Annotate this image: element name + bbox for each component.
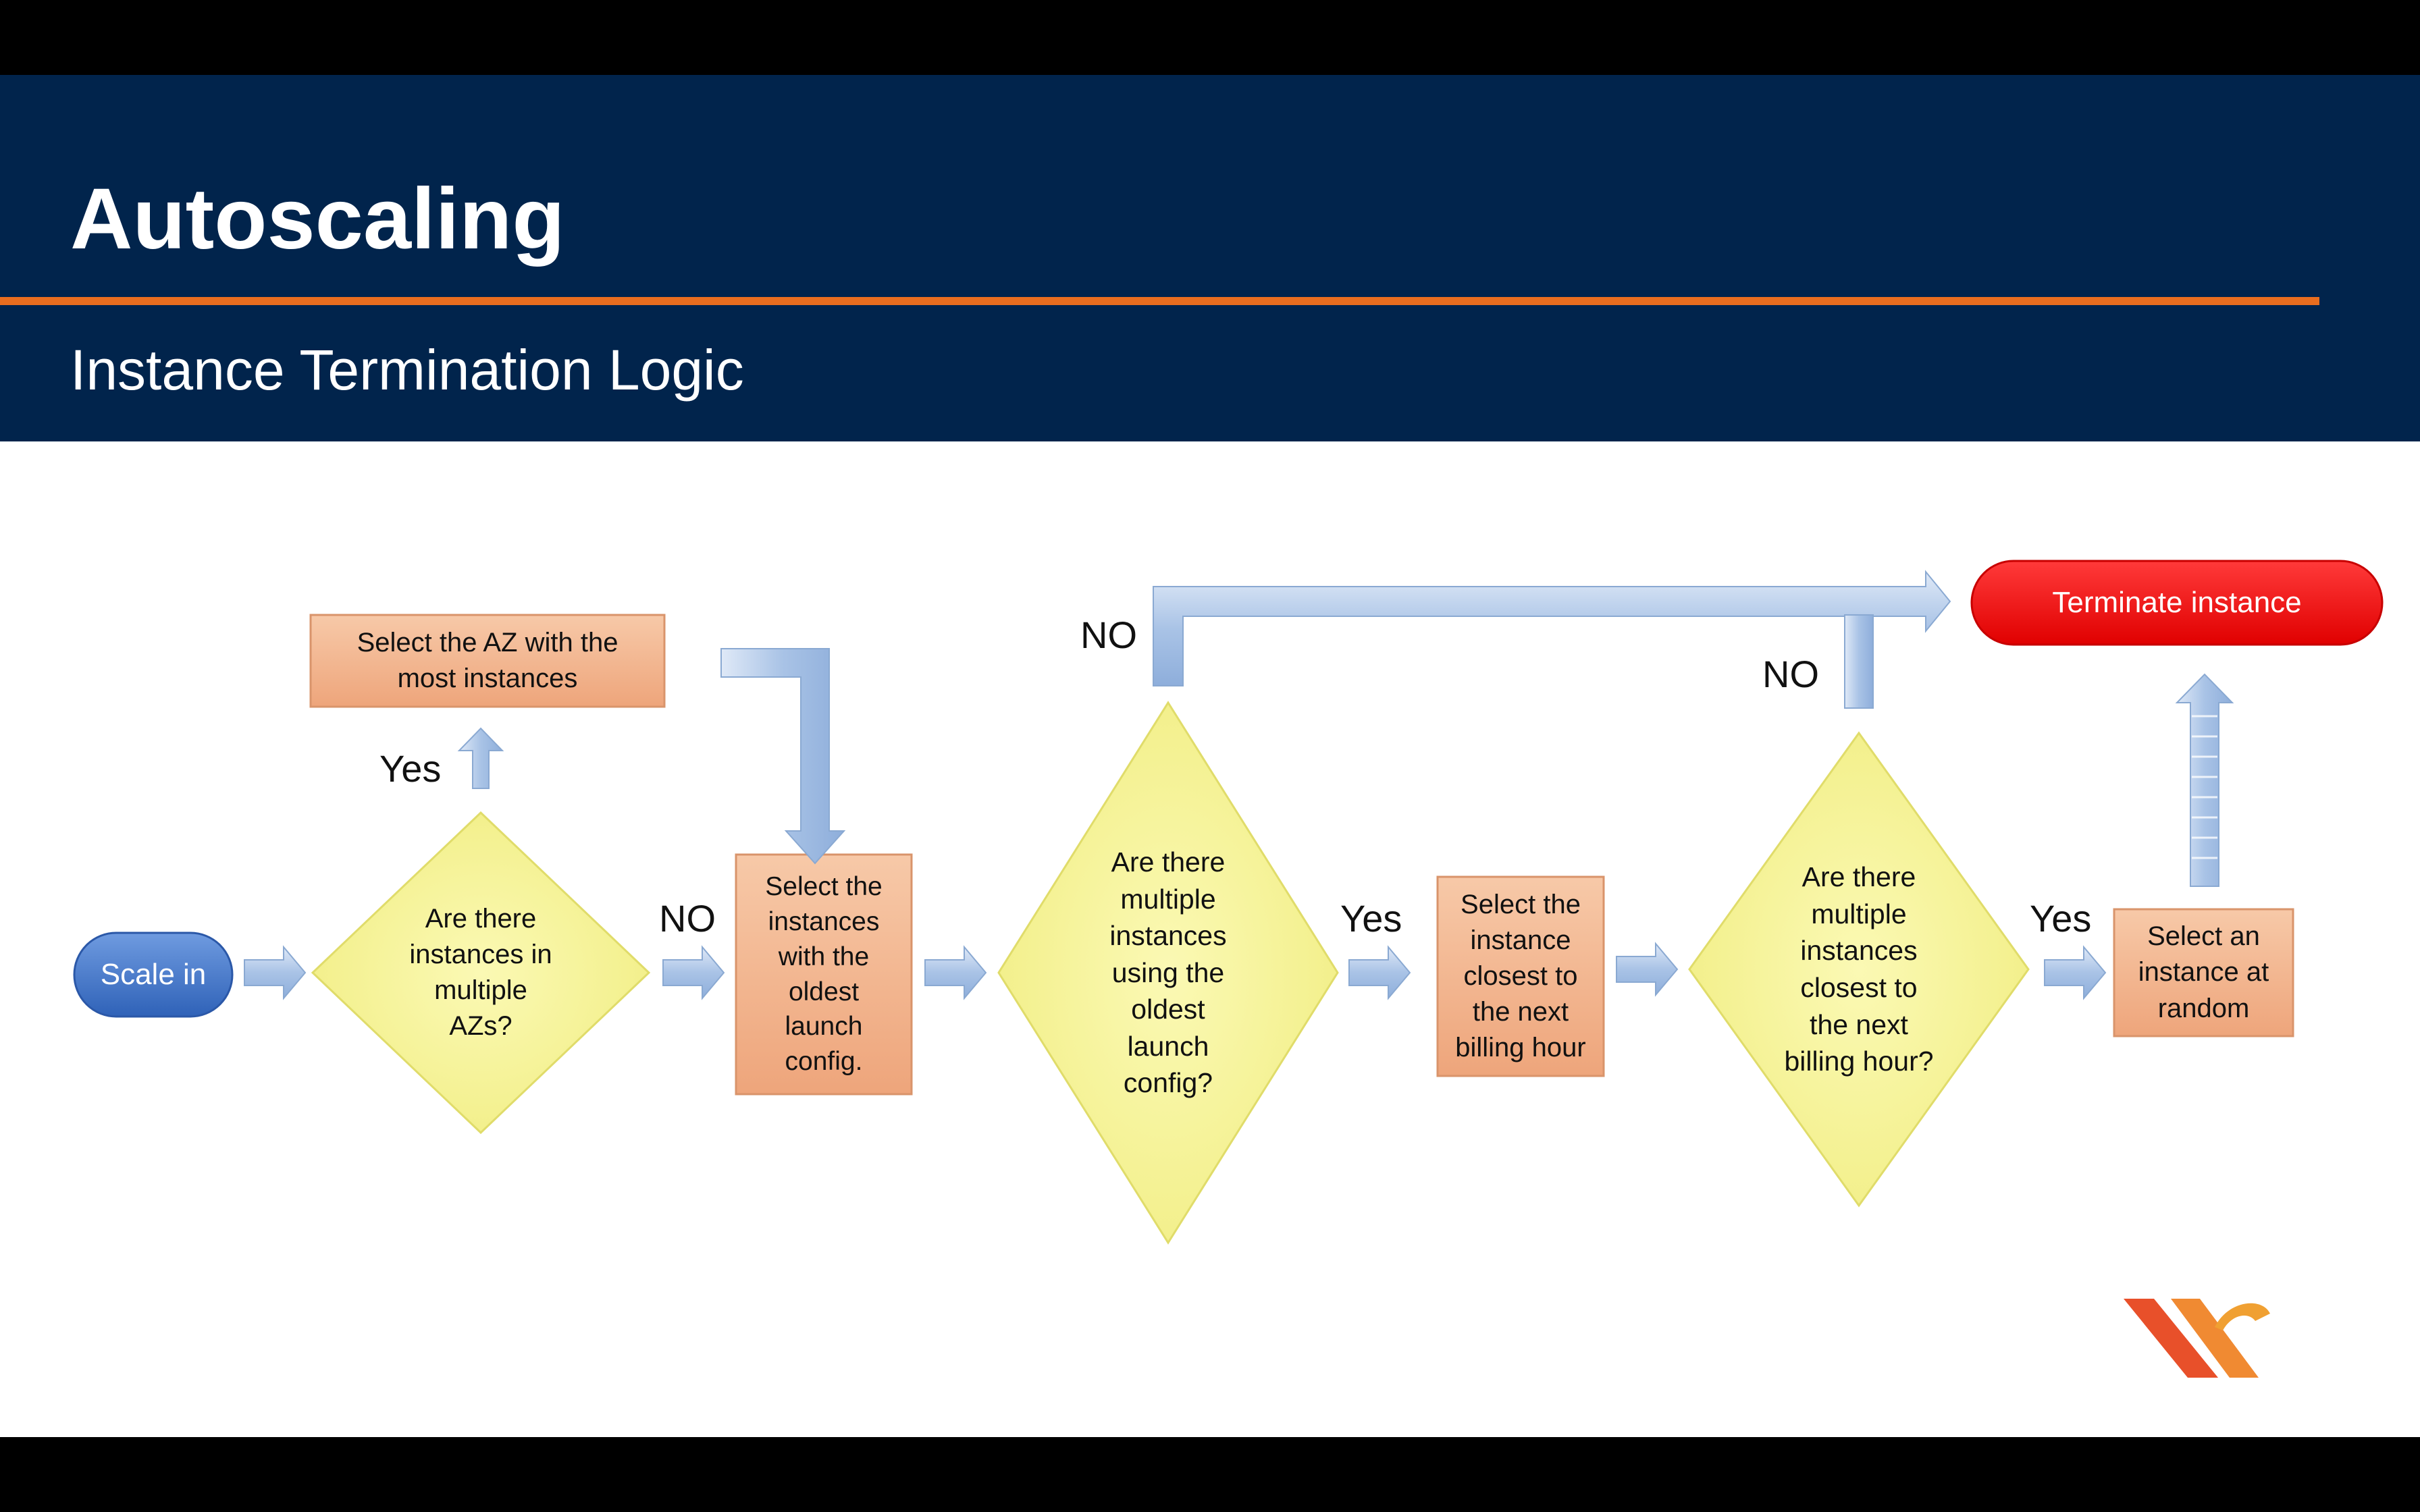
header-divider	[0, 297, 2319, 305]
brand-logo-icon	[2124, 1299, 2270, 1378]
start-pill-shape	[73, 932, 234, 1018]
edge-label-yes-billing-hour: Yes	[2030, 897, 2092, 940]
flow-arrow-6	[2044, 945, 2107, 1000]
no-connector-d3	[1844, 614, 1874, 709]
flow-arrow-2	[662, 945, 725, 1000]
up-arrow-to-terminate	[2175, 673, 2234, 887]
edge-label-no-launch-config: NO	[1080, 614, 1137, 656]
edge-label-yes-az: Yes	[379, 747, 442, 790]
decision-diamond-launch-config	[997, 701, 1339, 1245]
process-box-select-az	[309, 614, 666, 708]
flowchart	[73, 560, 2384, 1378]
slide-subtitle: Instance Termination Logic	[70, 338, 744, 402]
terminate-pill-shape	[1970, 560, 2384, 646]
decision-diamond-billing-hour	[1688, 731, 2030, 1208]
flow-arrow-3	[924, 945, 987, 1000]
bent-down-arrow	[720, 648, 846, 865]
flow-arrow-1	[244, 945, 307, 1000]
edge-label-no-az: NO	[659, 897, 716, 940]
process-box-random-instance	[2113, 908, 2294, 1037]
flow-arrow-5	[1616, 942, 1679, 997]
slide: Autoscaling Instance Termination Logic	[0, 75, 2420, 1437]
slide-header: Autoscaling Instance Termination Logic	[0, 75, 2420, 441]
slide-title: Autoscaling	[70, 171, 565, 267]
edge-label-no-billing-hour: NO	[1762, 653, 1819, 695]
flow-arrow-4	[1348, 945, 1411, 1000]
yes-up-arrow	[457, 727, 504, 789]
process-box-closest-billing-hour	[1436, 875, 1605, 1077]
no-path-arrow-top	[1153, 570, 1951, 686]
process-box-oldest-launch-config	[735, 853, 913, 1096]
edge-label-yes-launch-config: Yes	[1340, 897, 1402, 940]
decision-diamond-az	[311, 811, 651, 1135]
